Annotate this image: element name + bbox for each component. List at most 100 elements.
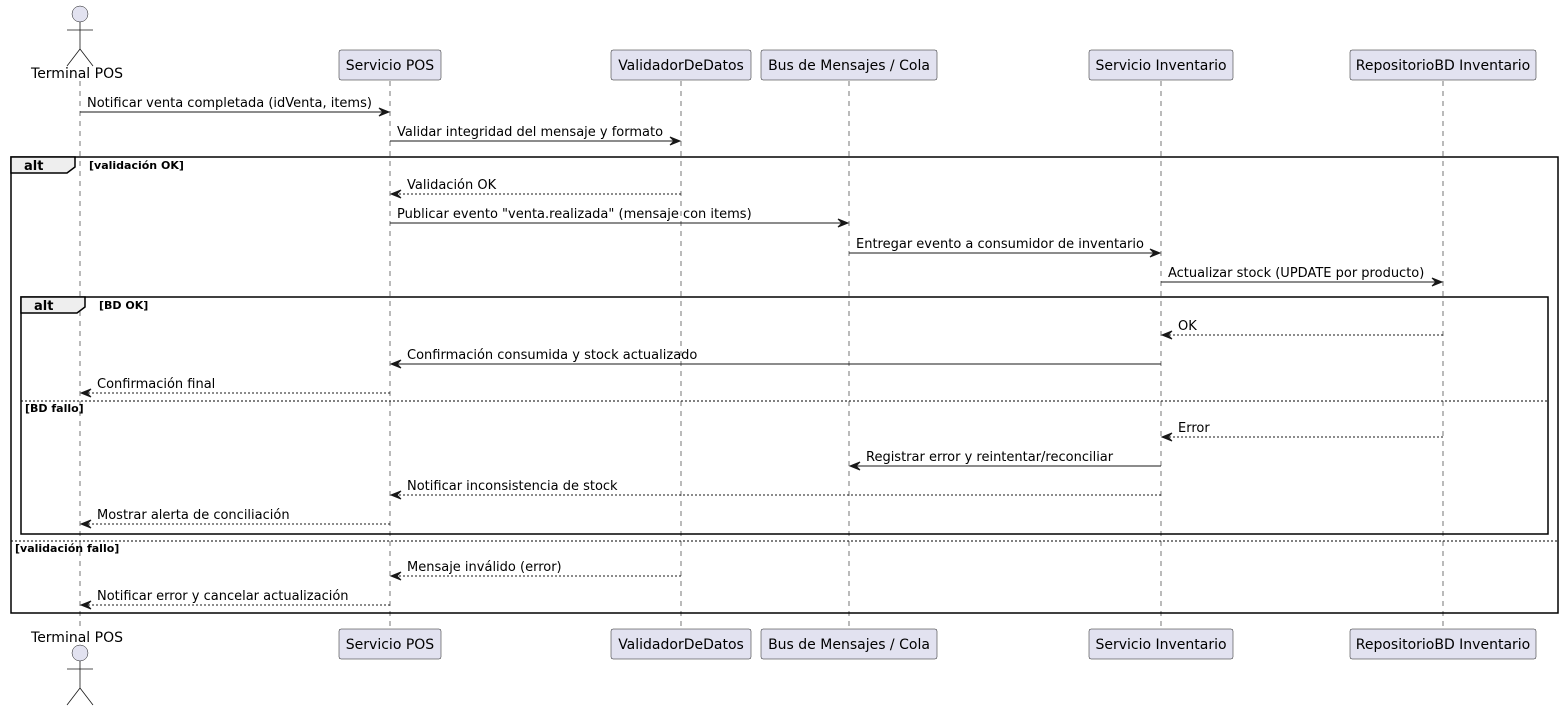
participant-pos-top: Servicio POS [338,49,442,81]
participant-label: Terminal POS [30,630,123,646]
message-6: Actualizar stock (UPDATE por producto) [1161,266,1444,287]
fragments: alt[validación OK][validación fallo]alt[… [10,156,1559,614]
participant-label: Servicio POS [346,58,434,74]
fragment-guard: [BD OK] [99,299,148,312]
participant-repo-bottom: RepositorioBD Inventario [1349,628,1537,660]
message-15: Notificar error y cancelar actualización [79,589,390,610]
message-label: Actualizar stock (UPDATE por producto) [1168,266,1424,281]
participant-box [338,49,442,81]
actor-leg-right [79,48,94,67]
participant-pos-bottom: Servicio POS [338,628,442,660]
arrowhead [79,600,92,610]
message-4: Publicar evento "venta.realizada" (mensa… [390,207,850,228]
message-label: Notificar inconsistencia de stock [407,479,618,494]
participant-box [610,49,752,81]
participant-terminal-bottom: Terminal POS [30,630,123,706]
participant-box [760,628,938,660]
participant-label: Servicio Inventario [1095,58,1226,74]
lifelines [79,81,1444,629]
message-label: Registrar error y reintentar/reconciliar [866,450,1114,465]
message-1: Notificar venta completada (idVenta, ite… [80,96,391,117]
participant-repo-top: RepositorioBD Inventario [1349,49,1537,81]
arrowhead [1149,248,1162,258]
message-label: Notificar venta completada (idVenta, ite… [87,96,372,111]
alt-fragment-1: alt [validación OK] [validación fallo] [10,156,1559,614]
actor-head [71,644,89,662]
participant-label: ValidadorDeDatos [618,58,744,74]
arrowhead [389,359,402,369]
participant-box [610,628,752,660]
message-10: Error [1160,421,1443,442]
messages: Notificar venta completada (idVenta, ite… [79,96,1444,610]
message-7: OK [1160,319,1443,340]
message-label: OK [1178,319,1197,334]
message-8: Confirmación consumida y stock actualiza… [389,348,1161,369]
participant-label: Terminal POS [30,66,123,82]
participant-label: RepositorioBD Inventario [1356,58,1531,74]
arrowhead [1160,330,1173,340]
participant-label: Bus de Mensajes / Cola [768,637,930,653]
participant-label: RepositorioBD Inventario [1356,637,1531,653]
participant-bus-top: Bus de Mensajes / Cola [760,49,938,81]
arrowhead [1431,277,1444,287]
arrowhead [378,107,391,117]
participants-bottom: Terminal POS Servicio POS ValidadorDeDatos… [30,628,1537,706]
arrowhead [669,136,682,146]
message-label: Publicar evento "venta.realizada" (mensa… [397,207,752,222]
participant-inventario-bottom: Servicio Inventario [1088,628,1234,660]
participant-label: Bus de Mensajes / Cola [768,58,930,74]
message-3: Validación OK [389,178,681,199]
actor-head [71,5,89,23]
actor-leg-left [66,687,81,706]
arrowhead [837,218,850,228]
message-5: Entregar evento a consumidor de inventar… [849,237,1162,258]
fragment-keyword: alt [34,299,53,314]
message-14: Mensaje inválido (error) [389,560,681,581]
arrowhead [389,490,402,500]
fragment-frame [10,156,1559,614]
message-12: Notificar inconsistencia de stock [389,479,1161,500]
arrowhead [848,461,861,471]
arrowhead [79,519,92,529]
fragment-tab [10,156,76,174]
message-label: Entregar evento a consumidor de inventar… [856,237,1144,252]
actor-leg-right [79,687,94,706]
participant-box [1349,628,1537,660]
fragment-guard: [validación OK] [89,159,184,172]
participant-validador-top: ValidadorDeDatos [610,49,752,81]
message-label: Mensaje inválido (error) [407,560,562,575]
message-label: Mostrar alerta de conciliación [97,508,290,523]
fragment-frame [20,296,1549,535]
fragment-else-guard: [BD fallo] [25,402,84,415]
participant-box [338,628,442,660]
arrowhead [1160,432,1173,442]
participant-bus-bottom: Bus de Mensajes / Cola [760,628,938,660]
message-label: Confirmación consumida y stock actualiza… [407,348,697,363]
alt-fragment-2: alt [BD OK] [BD fallo] [20,296,1549,535]
arrowhead [389,189,402,199]
participant-label: ValidadorDeDatos [618,637,744,653]
actor-leg-left [66,48,81,67]
participant-box [1088,628,1234,660]
participant-inventario-top: Servicio Inventario [1088,49,1234,81]
message-label: Confirmación final [97,377,215,392]
message-13: Mostrar alerta de conciliación [79,508,390,529]
message-label: Validación OK [407,178,497,193]
participant-box [1349,49,1537,81]
fragment-else-guard: [validación fallo] [15,542,119,555]
message-label: Validar integridad del mensaje y formato [397,125,663,140]
participant-label: Servicio POS [346,637,434,653]
message-label: Error [1178,421,1210,436]
participant-box [1088,49,1234,81]
participant-validador-bottom: ValidadorDeDatos [610,628,752,660]
arrowhead [79,388,92,398]
message-9: Confirmación final [79,377,390,398]
participants-top: Terminal POS Servicio POS ValidadorDeDatos… [30,5,1537,82]
fragment-tab [20,296,86,314]
message-2: Validar integridad del mensaje y formato [390,125,682,146]
participant-box [760,49,938,81]
message-label: Notificar error y cancelar actualización [97,589,349,604]
participant-label: Servicio Inventario [1095,637,1226,653]
participant-terminal-top: Terminal POS [30,5,123,82]
